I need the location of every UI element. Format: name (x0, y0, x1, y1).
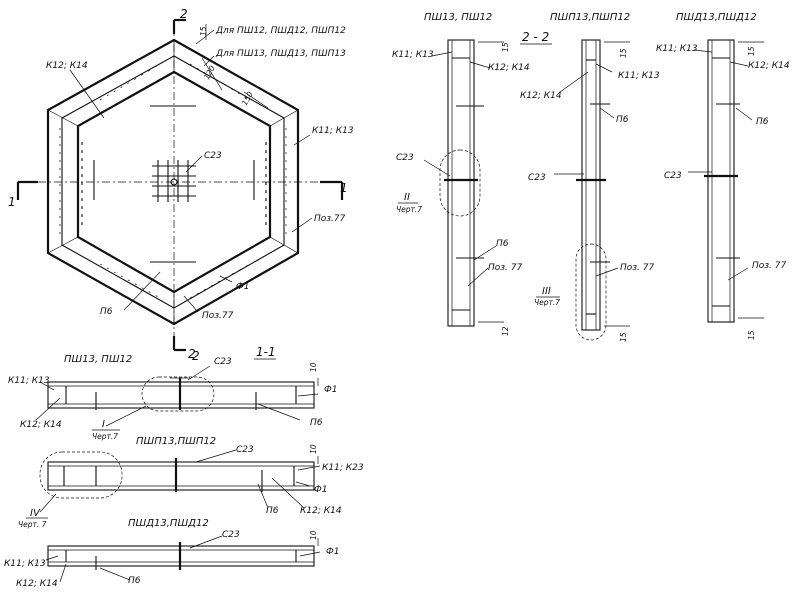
sec11-b-node: IV (30, 508, 41, 519)
sec22-a-c23: С23 (396, 153, 414, 163)
sec22-b-k12k14: К12; К14 (520, 91, 562, 101)
sec22-c-p6: П6 (756, 117, 769, 127)
plan-section-mark-left: 1 (8, 195, 16, 209)
plan-leaders (69, 24, 313, 313)
sec11-b-k12k14: К12; К14 (300, 506, 342, 516)
section-1-1: 1-1 ПШ13, ПШ12 2 С2 (4, 345, 364, 589)
sec22-c-k12k14: К12; К14 (748, 61, 790, 71)
section-2-2: 2 - 2 ПШ13, ПШ12 15 12 (392, 12, 790, 342)
sec11-panel-b: ПШП13,ПШП12 С23 10 К11; К23 Ф1 (18, 436, 364, 529)
sec22-title: 2 - 2 (522, 30, 549, 44)
sec22-b-c23: С23 (528, 173, 546, 183)
sec11-a-dim: 10 (309, 362, 318, 372)
sec11-a-chert: Черт.7 (92, 432, 118, 441)
sec22-c-dim-bottom: 15 (747, 330, 756, 340)
plan-label-k11k13: К11; К13 (312, 126, 354, 136)
sec22-b-chert: Черт.7 (534, 298, 560, 307)
sec11-c-title: ПШД13,ПШД12 (128, 518, 209, 529)
sec22-a-node: II (404, 192, 410, 203)
sec11-b-chert: Черт. 7 (18, 520, 47, 529)
plan-dim-side: 150 (240, 90, 255, 107)
sec22-b-node: III (542, 286, 551, 297)
plan-dim-top: 15 (199, 26, 208, 36)
plan-label-p6: П6 (100, 307, 113, 317)
plan-view: 2 2 1 1 15 120 150 Для ПШ12, ПШД12, ПШП1… (8, 7, 354, 361)
sec11-c-k11k13: К11; К13 (4, 559, 46, 569)
sec22-a-dim-top: 15 (501, 42, 510, 52)
sec22-b-title: ПШП13,ПШП12 (550, 12, 630, 23)
sec11-b-dim: 10 (309, 444, 318, 454)
sec22-a-k12k14: К12; К14 (488, 63, 530, 73)
plan-section-mark-right: 1 (340, 181, 348, 195)
sec11-title: 1-1 (256, 345, 276, 359)
sec22-a-chert: Черт.7 (396, 205, 422, 214)
plan-label-f1: Ф1 (236, 282, 249, 292)
sec11-c-p6: П6 (128, 576, 141, 586)
sec22-b-dim-top: 15 (619, 48, 628, 58)
sec22-a-k11k13: К11; К13 (392, 50, 434, 60)
sec22-a-title: ПШ13, ПШ12 (424, 12, 492, 23)
plan-label-k12k14: К12; К14 (46, 61, 88, 71)
sec11-b-title: ПШП13,ПШП12 (136, 436, 216, 447)
sec22-a-poz77: Поз. 77 (488, 263, 523, 273)
sec22-c-c23: С23 (664, 171, 682, 181)
sec22-b-dim-bottom: 15 (619, 332, 628, 342)
inner-bars (81, 105, 267, 263)
plan-label-poz77b: Поз.77 (202, 311, 234, 321)
sec11-a-k11k13: К11; К13 (8, 376, 50, 386)
sec11-a-p6: П6 (310, 418, 323, 428)
sec11-a-node: I (102, 419, 105, 430)
sec11-c-dim: 10 (309, 530, 318, 540)
sec22-a-p6: П6 (496, 239, 509, 249)
plan-label-c23: С23 (204, 151, 222, 161)
sec22-c-k11k13: К11; К13 (656, 44, 698, 54)
sec22-col-a: ПШ13, ПШ12 15 12 К11; К13 К12; К14 (392, 12, 530, 336)
sec11-b-f1: Ф1 (314, 485, 327, 495)
sec22-c-title: ПШД13,ПШД12 (676, 12, 757, 23)
sec11-c-f1: Ф1 (326, 547, 339, 557)
sec11-a-mark2: 2 (192, 349, 200, 363)
rebar-ticks (59, 63, 287, 299)
plan-label-poz77a: Поз.77 (314, 214, 346, 224)
sec11-panel-a: ПШ13, ПШ12 2 С23 10 К11; К13 (8, 349, 337, 441)
sec11-b-p6: П6 (266, 506, 279, 516)
plan-label-for-a: Для ПШ12, ПШД12, ПШП12 (215, 26, 346, 36)
sec11-c-k12k14: К12; К14 (16, 579, 58, 589)
sec22-c-dim-top: 15 (747, 46, 756, 56)
plan-label-for-b: Для ПШ13, ПШД13, ПШП13 (215, 49, 346, 59)
sec22-b-k11k13: К11; К13 (618, 71, 660, 81)
sec11-b-c23: С23 (236, 445, 254, 455)
sec11-b-k11k23: К11; К23 (322, 463, 364, 473)
sec22-b-p6: П6 (616, 115, 629, 125)
sec22-col-c: ПШД13,ПШД12 15 15 К11; К13 К12; К14 П (656, 12, 790, 340)
sec22-c-poz77: Поз. 77 (752, 261, 787, 271)
sec11-a-f1: Ф1 (324, 385, 337, 395)
sec11-panel-c: ПШД13,ПШД12 С23 10 Ф1 К11; К13 К12; К14 … (4, 518, 339, 589)
sec11-a-c23: С23 (214, 357, 232, 367)
section-markers (16, 18, 344, 352)
sec11-a-k12k14: К12; К14 (20, 420, 62, 430)
sec11-a-title: ПШ13, ПШ12 (64, 354, 132, 365)
plan-section-mark-top: 2 (180, 7, 188, 21)
sec22-a-dim-bottom: 12 (501, 326, 510, 336)
sec22-b-poz77: Поз. 77 (620, 263, 655, 273)
sec22-col-b: ПШП13,ПШП12 15 15 К11; К13 К12; К14 (520, 12, 660, 342)
plan-section-mark-bottom: 2 (188, 347, 196, 361)
sec11-c-c23: С23 (222, 530, 240, 540)
